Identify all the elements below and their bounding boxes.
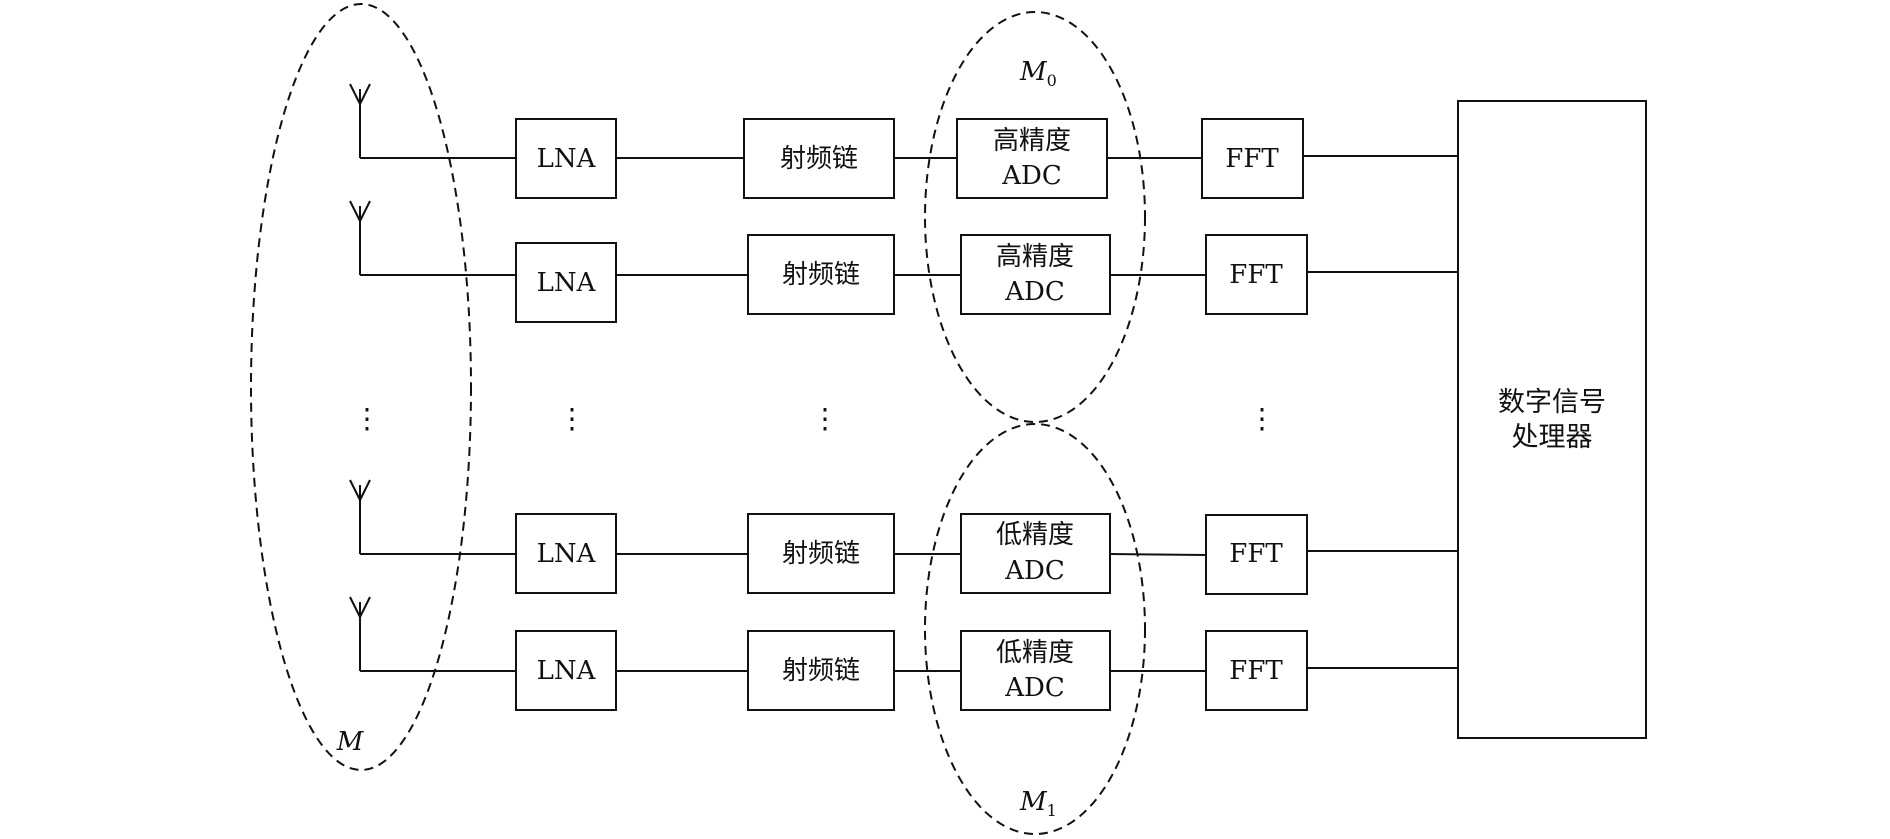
- lna-label: LNA: [537, 144, 597, 174]
- fft-ellipsis: ⋮: [1248, 402, 1276, 435]
- adc-block: [960, 513, 1111, 594]
- adc-label: ADC: [1004, 556, 1065, 586]
- wire: [1109, 553, 1207, 556]
- adc-label: ADC: [1004, 277, 1065, 307]
- antenna-icon: [349, 83, 371, 158]
- fft-label: FFT: [1229, 656, 1283, 686]
- adc-label: ADC: [1001, 161, 1062, 191]
- fft-block: [1205, 514, 1308, 595]
- lna-ellipsis: ⋮: [558, 402, 586, 435]
- low-precision-group-label: M1: [1019, 787, 1057, 820]
- dsp-label-line2: 处理器: [1512, 422, 1593, 453]
- chain-2: LNA 射频链 高精度 ADC FFT: [349, 200, 1462, 323]
- low-precision-adc-group: [924, 423, 1146, 835]
- antenna-ellipsis: ⋮: [353, 402, 381, 435]
- rf-chain-block: [747, 513, 895, 594]
- fft-block: [1205, 234, 1308, 315]
- lna-block: [515, 242, 617, 323]
- lna-label: LNA: [537, 268, 597, 298]
- adc-precision-label: 低精度: [996, 638, 1074, 668]
- antenna-icon: [349, 596, 371, 671]
- high-precision-group-label: M0: [1019, 57, 1057, 90]
- adc-precision-label: 高精度: [993, 126, 1071, 156]
- rf-chain-block: [747, 630, 895, 711]
- chain-3: LNA 射频链 低精度 ADC FFT: [349, 479, 1458, 595]
- fft-label: FFT: [1229, 260, 1283, 290]
- antenna-array-group: [250, 3, 472, 771]
- fft-block: [1201, 118, 1304, 199]
- fft-block: [1205, 630, 1308, 711]
- rf-chain-label: 射频链: [782, 656, 860, 686]
- rf-chain-label: 射频链: [780, 144, 858, 174]
- fft-label: FFT: [1229, 539, 1283, 569]
- adc-precision-label: 高精度: [996, 242, 1074, 272]
- chain-4: LNA 射频链 低精度 ADC FFT: [349, 596, 1458, 711]
- adc-precision-label: 低精度: [996, 520, 1074, 550]
- lna-block: [515, 630, 617, 711]
- chain-1: LNA 射频链 高精度 ADC FFT: [349, 83, 1458, 199]
- dsp-block: [1457, 100, 1647, 739]
- lna-label: LNA: [537, 656, 597, 686]
- rf-chain-label: 射频链: [782, 539, 860, 569]
- adc-label: ADC: [1004, 673, 1065, 703]
- rf-chain-ellipsis: ⋮: [811, 402, 839, 435]
- high-precision-adc-group: [924, 11, 1146, 423]
- antenna-icon: [349, 200, 371, 275]
- lna-label: LNA: [537, 539, 597, 569]
- adc-block: [960, 630, 1111, 711]
- antenna-group-label: M: [336, 727, 365, 757]
- fft-label: FFT: [1225, 144, 1279, 174]
- antenna-icon: [349, 479, 371, 554]
- rf-chain-label: 射频链: [782, 260, 860, 290]
- dsp-label-line1: 数字信号: [1498, 387, 1606, 418]
- lna-block: [515, 118, 617, 199]
